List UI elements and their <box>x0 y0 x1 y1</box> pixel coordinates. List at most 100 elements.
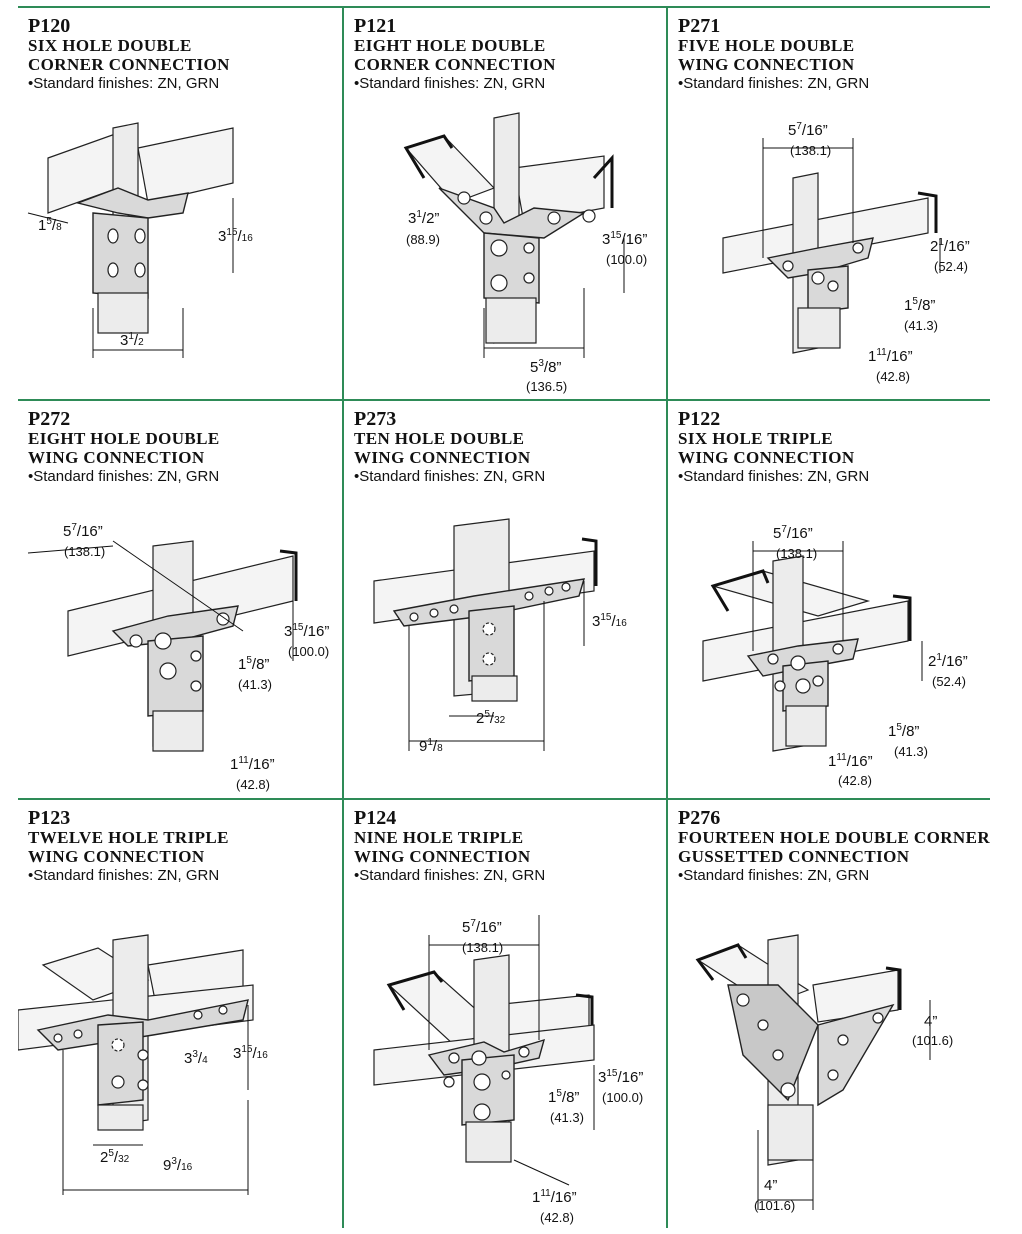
bracket-illustration: 57/16” (138.1) 315/16” (100.0) 15/8” (41… <box>27 522 329 792</box>
bracket-illustration: 57/16” (138.1) 315/16” (100.0) 15/8” (41… <box>373 915 643 1225</box>
dim-plate: 111/16” <box>230 755 275 773</box>
dim-flange-mm: (41.3) <box>238 677 272 692</box>
dim-width-mm: (138.1) <box>64 544 105 559</box>
bracket-illustration: 57/16” (138.1) 21/16” (52.4) 15/8” (41.3… <box>722 121 970 384</box>
bracket-illustration: 57/16” (138.1) 21/16” (52.4) 15/8” (41.3… <box>702 524 968 788</box>
product-code: P124 <box>354 807 397 829</box>
product-title-line-2: WING CONNECTION <box>354 847 531 866</box>
dim-plate: 111/16” <box>532 1188 577 1206</box>
dim-width: 4” <box>764 1177 777 1194</box>
dim-height: 315/16 <box>592 612 627 630</box>
standard-finishes: •Standard finishes: ZN, GRN <box>354 75 546 92</box>
dim-height-mm: (100.0) <box>288 644 329 659</box>
product-grid: P120 SIX HOLE DOUBLE CORNER CONNECTION •… <box>18 6 990 1228</box>
dim-flange: 15/8” <box>548 1088 579 1106</box>
product-P122: P122 SIX HOLE TRIPLE WING CONNECTION •St… <box>668 401 990 798</box>
dim-width-mm: (88.9) <box>406 232 440 247</box>
standard-finishes: •Standard finishes: ZN, GRN <box>678 867 870 884</box>
product-title-line-1: SIX HOLE TRIPLE <box>678 429 833 448</box>
product-code: P123 <box>28 807 71 829</box>
rule-row-2 <box>18 798 990 800</box>
product-code: P273 <box>354 408 397 430</box>
dim-plate: 33/4 <box>184 1049 208 1067</box>
product-code: P120 <box>28 15 71 37</box>
product-code: P276 <box>678 807 721 829</box>
dim-height: 315/16 <box>233 1044 268 1062</box>
dim-depth: 21/16” <box>930 237 970 255</box>
dim-width-mm: (138.1) <box>462 940 503 955</box>
product-title-line-1: SIX HOLE DOUBLE <box>28 36 192 55</box>
product-title-line-1: NINE HOLE TRIPLE <box>354 828 524 847</box>
product-P272: P272 EIGHT HOLE DOUBLE WING CONNECTION •… <box>18 401 342 798</box>
rule-col-1 <box>342 6 344 1228</box>
standard-finishes: •Standard finishes: ZN, GRN <box>28 867 220 884</box>
dim-depth-mm: (52.4) <box>932 674 966 689</box>
product-title-line-1: FOURTEEN HOLE DOUBLE CORNER <box>678 828 990 847</box>
dim-height: 315/16” <box>284 622 329 640</box>
dim-flange-mm: (41.3) <box>904 318 938 333</box>
dim-width: 57/16” <box>788 121 828 139</box>
product-code: P122 <box>678 408 721 430</box>
dim-height-mm: (100.0) <box>606 252 647 267</box>
dim-width-mm: (101.6) <box>754 1198 795 1213</box>
product-title-line-2: WING CONNECTION <box>678 55 855 74</box>
dim-length: 93/16 <box>163 1156 193 1174</box>
dim-flange-mm: (41.3) <box>894 744 928 759</box>
product-code: P272 <box>28 408 71 430</box>
dim-depth: 21/16” <box>928 652 968 670</box>
standard-finishes: •Standard finishes: ZN, GRN <box>354 468 546 485</box>
product-title-line-2: WING CONNECTION <box>28 847 205 866</box>
bracket-illustration: 33/4 315/16 25/32 93/16 <box>18 934 268 1195</box>
dim-plate-mm: (42.8) <box>838 773 872 788</box>
product-P271: P271 FIVE HOLE DOUBLE WING CONNECTION •S… <box>668 8 990 399</box>
product-title-line-1: EIGHT HOLE DOUBLE <box>354 36 546 55</box>
standard-finishes: •Standard finishes: ZN, GRN <box>678 75 870 92</box>
product-P273: P273 TEN HOLE DOUBLE WING CONNECTION •St… <box>344 401 666 798</box>
product-title-line-2: CORNER CONNECTION <box>354 55 556 74</box>
standard-finishes: •Standard finishes: ZN, GRN <box>28 468 220 485</box>
dim-height: 315/16” <box>598 1068 643 1086</box>
product-P120: P120 SIX HOLE DOUBLE CORNER CONNECTION •… <box>18 8 342 399</box>
dim-plate: 111/16” <box>868 347 913 365</box>
product-title-line-2: GUSSETTED CONNECTION <box>678 847 910 866</box>
dim-width: 15/8 <box>38 216 62 234</box>
dim-plate-mm: (42.8) <box>236 777 270 792</box>
dim-length: 91/8 <box>419 737 443 755</box>
rule-top <box>18 6 990 8</box>
dim-flange-mm: (41.3) <box>550 1110 584 1125</box>
standard-finishes: •Standard finishes: ZN, GRN <box>28 75 220 92</box>
dim-width: 57/16” <box>462 918 502 936</box>
product-P123: P123 TWELVE HOLE TRIPLE WING CONNECTION … <box>18 800 342 1228</box>
product-title-line-1: TEN HOLE DOUBLE <box>354 429 525 448</box>
dim-height-mm: (101.6) <box>912 1033 953 1048</box>
product-title-line-1: EIGHT HOLE DOUBLE <box>28 429 220 448</box>
dim-height-mm: (100.0) <box>602 1090 643 1105</box>
standard-finishes: •Standard finishes: ZN, GRN <box>678 468 870 485</box>
product-title-line-1: TWELVE HOLE TRIPLE <box>28 828 229 847</box>
dim-width: 31/2” <box>408 209 439 227</box>
product-P276: P276 FOURTEEN HOLE DOUBLE CORNER GUSSETT… <box>668 800 990 1228</box>
dim-width-mm: (138.1) <box>776 546 817 561</box>
dim-plate-mm: (42.8) <box>876 369 910 384</box>
product-P121: P121 EIGHT HOLE DOUBLE CORNER CONNECTION… <box>344 8 666 399</box>
dim-plate-mm: (42.8) <box>540 1210 574 1225</box>
dim-depth-mm: (52.4) <box>934 259 968 274</box>
dim-width: 57/16” <box>63 522 103 540</box>
dim-length: 53/8” <box>530 358 561 376</box>
standard-finishes: •Standard finishes: ZN, GRN <box>354 867 546 884</box>
dim-flange: 15/8” <box>888 722 919 740</box>
product-title-line-2: WING CONNECTION <box>28 448 205 467</box>
product-title-line-2: CORNER CONNECTION <box>28 55 230 74</box>
product-title-line-2: WING CONNECTION <box>678 448 855 467</box>
dim-height: 4” <box>924 1013 937 1030</box>
dim-offset: 25/32 <box>100 1148 130 1166</box>
dim-height: 315/16” <box>602 230 647 248</box>
product-code: P121 <box>354 15 397 37</box>
product-code: P271 <box>678 15 721 37</box>
rule-col-2 <box>666 6 668 1228</box>
dim-flange: 15/8” <box>238 655 269 673</box>
dim-length-mm: (136.5) <box>526 379 567 394</box>
dim-height: 315/16 <box>218 227 253 245</box>
dim-flange: 15/8” <box>904 296 935 314</box>
product-title-line-1: FIVE HOLE DOUBLE <box>678 36 855 55</box>
